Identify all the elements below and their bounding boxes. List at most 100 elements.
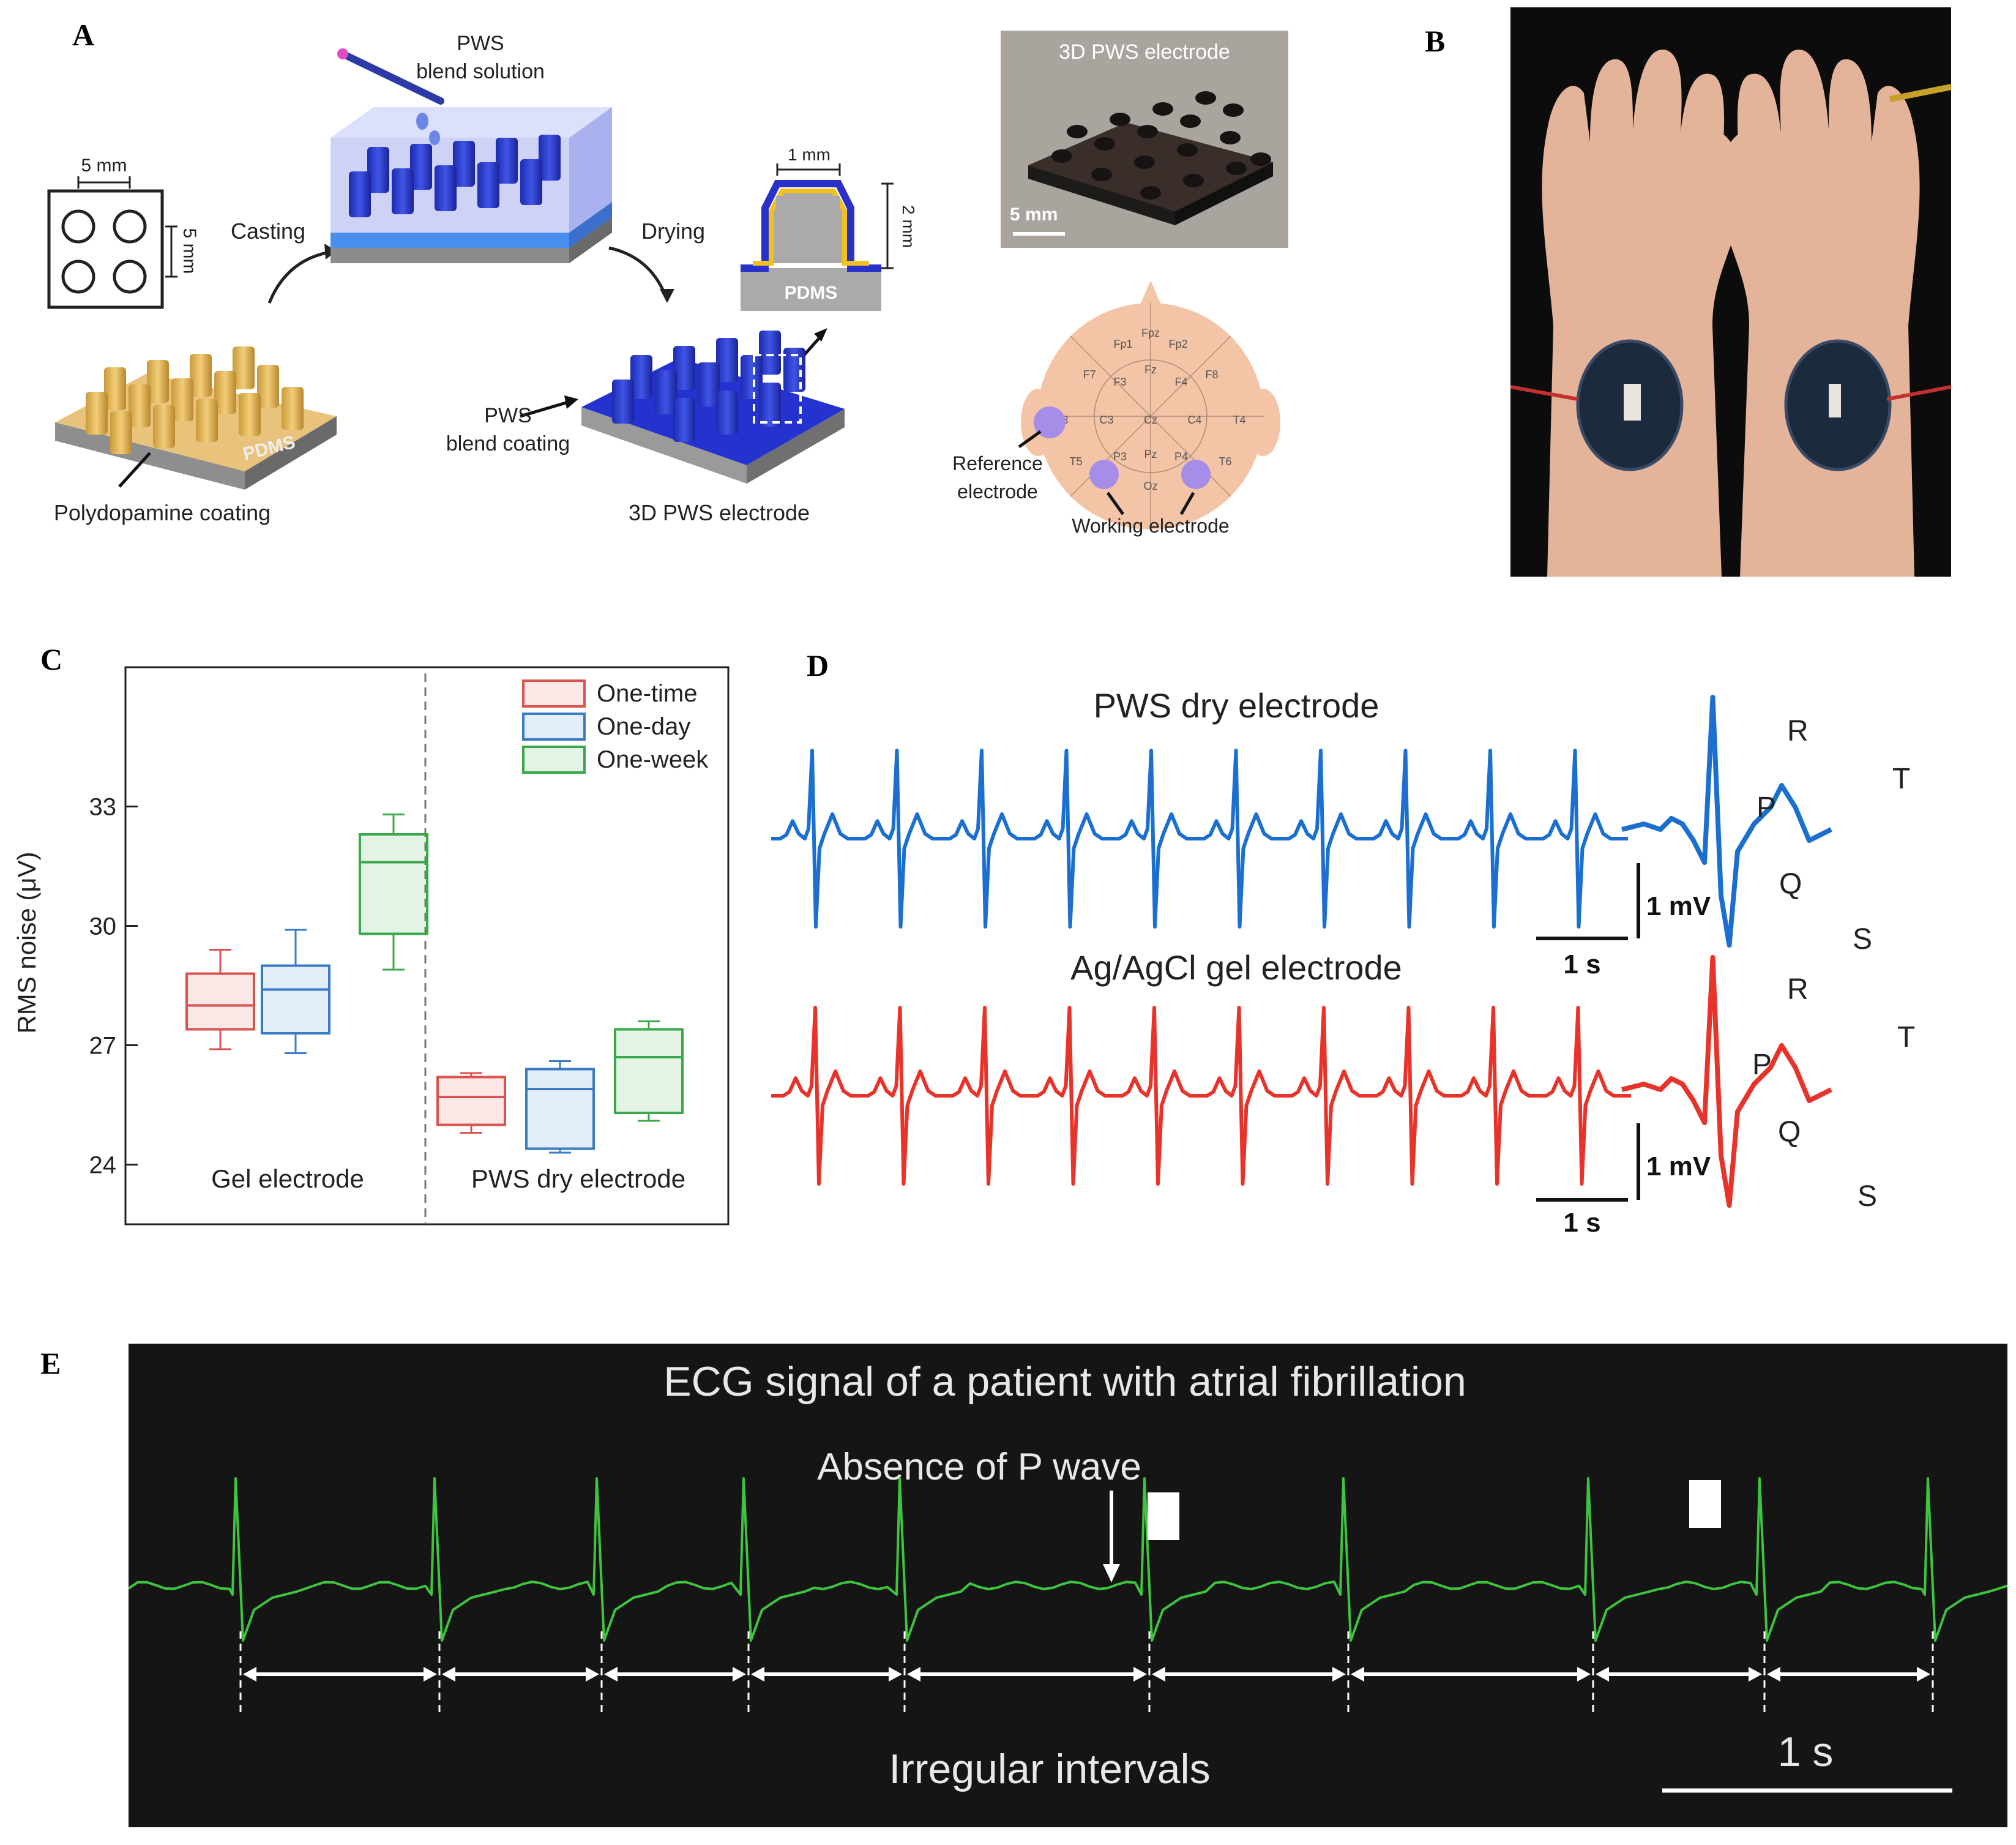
bottom-voltage-scale: 1 mV xyxy=(1646,1151,1711,1181)
top-q-wave: Q xyxy=(1779,868,1802,900)
eeg-site-t5: T5 xyxy=(1069,455,1082,468)
eeg-site-p4: P4 xyxy=(1174,451,1188,463)
eeg-site-f3: F3 xyxy=(1113,376,1126,388)
af-scale-label: 1 s xyxy=(1778,1729,1834,1775)
eeg-site-f7: F7 xyxy=(1083,369,1096,381)
irregular-intervals-label: Irregular intervals xyxy=(889,1746,1210,1792)
y-tick-label-24: 24 xyxy=(89,1152,117,1179)
top-time-scale: 1 s xyxy=(1563,949,1600,979)
pdms-pillar-block xyxy=(55,346,337,490)
y-tick-label-30: 30 xyxy=(89,913,117,940)
dim-5mm-vertical: 5 mm xyxy=(179,228,200,274)
panel-b-wrist-photo xyxy=(1510,7,1951,577)
legend-label-one-time: One-time xyxy=(597,680,698,707)
panel-c-box-plot: 24 27 30 33 RMS noise (μV) Gel electrode PW… xyxy=(12,666,730,1226)
pws-blend-solution-label-1: PWS xyxy=(457,32,504,55)
pws-blend-coating-label-2: blend coating xyxy=(446,432,570,455)
eeg-site-t6: T6 xyxy=(1219,455,1231,468)
box-gel-one-time xyxy=(185,949,255,1050)
af-title: ECG signal of a patient with atrial fibr… xyxy=(663,1358,1466,1405)
panel-label-e: E xyxy=(40,1346,61,1380)
drying-arrow xyxy=(608,246,669,301)
eeg-site-cz: Cz xyxy=(1144,414,1157,426)
eeg-site-f4: F4 xyxy=(1174,376,1187,388)
panel-a-schematic: 5 mm 5 mm PDMS Polydopamine coating Cast… xyxy=(47,31,1288,537)
bottom-q-wave: Q xyxy=(1778,1116,1801,1148)
reference-electrode-label-1: Reference xyxy=(952,452,1043,474)
y-tick-label-27: 27 xyxy=(89,1033,117,1060)
mold-top-view xyxy=(47,176,177,309)
legend-label-one-week: One-week xyxy=(597,746,709,773)
polydopamine-label: Polydopamine coating xyxy=(54,500,271,525)
bottom-time-scale: 1 s xyxy=(1563,1208,1600,1238)
eeg-site-fpz: Fpz xyxy=(1141,327,1160,339)
photo-scale: 5 mm xyxy=(1010,204,1058,225)
working-electrode-marker-o2 xyxy=(1181,460,1211,489)
top-s-wave: S xyxy=(1853,923,1872,956)
eeg-site-c4: C4 xyxy=(1187,414,1201,426)
polydopamine-arrow xyxy=(118,452,151,488)
pillar-cross-section xyxy=(741,180,881,311)
white-mark-2 xyxy=(1689,1480,1721,1528)
reference-electrode-marker xyxy=(1034,406,1066,438)
top-p-wave: P xyxy=(1757,792,1776,824)
box-gel-one-day xyxy=(261,929,330,1054)
legend-swatch-one-day xyxy=(522,713,586,741)
gel-ecg-trace xyxy=(771,1006,1631,1186)
reference-electrode-label-2: electrode xyxy=(957,481,1038,503)
dim-5mm-horizontal: 5 mm xyxy=(81,155,127,176)
working-electrode-marker-o1 xyxy=(1089,460,1119,489)
bottom-s-wave: S xyxy=(1857,1180,1877,1213)
interval-arrow-8 xyxy=(1767,1667,1930,1682)
bottom-p-wave: P xyxy=(1752,1049,1772,1081)
eeg-site-c3: C3 xyxy=(1099,414,1113,426)
eeg-site-oz: Oz xyxy=(1143,480,1157,492)
legend-swatch-one-time xyxy=(522,679,586,708)
legend-swatch-one-week xyxy=(522,746,586,774)
interval-arrow-5 xyxy=(1152,1667,1346,1682)
group-label-gel: Gel electrode xyxy=(211,1164,364,1193)
photo-title: 3D PWS electrode xyxy=(1059,40,1230,64)
legend-label-one-day: One-day xyxy=(597,713,690,740)
y-tick-label-33: 33 xyxy=(89,794,117,821)
eeg-site-t4: T4 xyxy=(1233,414,1245,426)
panel-label-b: B xyxy=(1425,24,1446,58)
pillar-pdms-label: PDMS xyxy=(785,283,838,303)
af-ecg-trace xyxy=(129,1477,2007,1642)
working-electrode-label: Working electrode xyxy=(1072,515,1229,537)
eeg-site-fz: Fz xyxy=(1144,364,1157,376)
blend-coating-arrow xyxy=(520,399,573,418)
electrode-caption: 3D PWS electrode xyxy=(629,500,810,525)
pws-ecg-trace xyxy=(771,749,1628,929)
pillar-height-label: 2 mm xyxy=(899,205,918,248)
plot-frame xyxy=(124,666,730,1226)
interval-arrow-2 xyxy=(604,1667,746,1682)
panel-label-d: D xyxy=(807,648,829,683)
interval-arrow-0 xyxy=(243,1667,437,1682)
pipette-icon xyxy=(339,50,444,105)
interval-arrow-1 xyxy=(442,1667,599,1682)
panel-label-c: C xyxy=(40,642,63,676)
eeg-site-p3: P3 xyxy=(1113,451,1127,463)
eeg-site-fp2: Fp2 xyxy=(1168,338,1187,350)
interval-arrow-7 xyxy=(1596,1667,1762,1682)
pws-blend-solution-block xyxy=(330,107,612,263)
top-voltage-scale: 1 mV xyxy=(1646,891,1711,921)
interval-arrow-3 xyxy=(751,1667,902,1682)
absence-p-wave-label: Absence of P wave xyxy=(817,1446,1141,1488)
electrode-photo xyxy=(1001,31,1288,248)
pws-electrode-block xyxy=(581,331,845,484)
y-axis-label: RMS noise (μV) xyxy=(12,851,41,1033)
panel-label-a: A xyxy=(72,18,95,52)
gel-pqrst-zoom xyxy=(1621,955,1832,1208)
pws-blend-solution-label-2: blend solution xyxy=(416,60,545,83)
pws-pqrst-zoom xyxy=(1621,695,1832,948)
group-label-pws: PWS dry electrode xyxy=(471,1164,685,1193)
box-pws-one-time xyxy=(436,1072,506,1134)
panel-d-ecg-comparison: PWS dry electrode 1 mV 1 s R P T Q S Ag/… xyxy=(771,686,1915,1238)
eeg-site-f8: F8 xyxy=(1205,369,1218,381)
eeg-site-pz: Pz xyxy=(1144,448,1157,460)
top-t-wave: T xyxy=(1892,763,1910,795)
bottom-r-wave: R xyxy=(1787,973,1809,1006)
top-trace-title: PWS dry electrode xyxy=(1094,686,1379,725)
